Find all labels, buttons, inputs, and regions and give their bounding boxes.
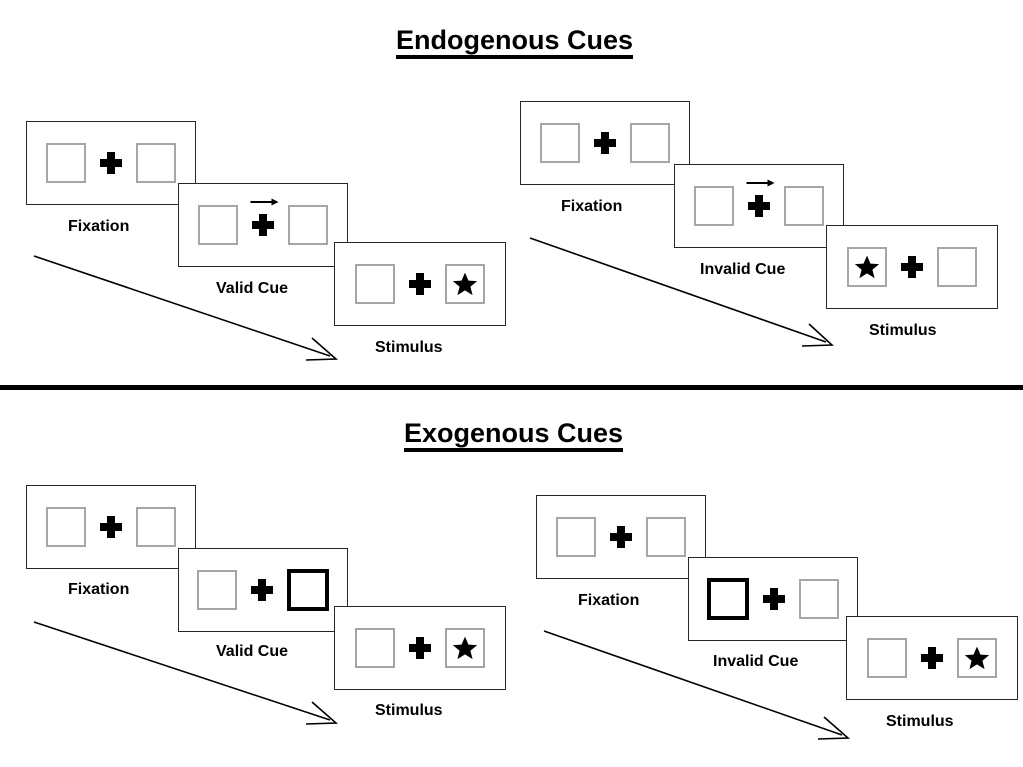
endogenous-invalid-stimulus-frame [826,225,998,309]
right-placeholder-box [799,579,839,619]
endogenous-invalid-fixation-frame [520,101,690,185]
endogenous-valid-stimulus-label: Stimulus [375,339,443,356]
exogenous-valid-cue-label: Valid Cue [216,643,289,660]
right-placeholder-box [288,205,328,245]
time-flow-arrow-endogenous-invalid [529,237,834,347]
left-cued-box [707,578,749,620]
left-placeholder-box [694,186,734,226]
section-title-endogenous: Endogenous Cues [396,26,634,60]
left-placeholder-box [867,638,907,678]
right-cued-box [287,569,329,611]
plus-icon [100,152,122,174]
plus-icon [409,637,431,659]
stimulus-row [847,617,1017,699]
right-placeholder-box [784,186,824,226]
endogenous-invalid-cue-frame [674,164,844,248]
star-icon [452,272,478,296]
endogenous-invalid-fixation-label: Fixation [561,198,623,215]
cue-plus-group [250,198,279,236]
right-arrow-icon [746,179,775,187]
stimulus-row [827,226,997,308]
stimulus-row [27,122,195,204]
left-placeholder-box [46,143,86,183]
plus-icon [610,526,632,548]
right-target-box [445,264,485,304]
time-flow-arrow-exogenous-valid [33,621,339,725]
plus-icon [763,588,785,610]
right-placeholder-box [136,507,176,547]
stimulus-row [537,496,705,578]
right-target-box [445,628,485,668]
exogenous-invalid-cue-label: Invalid Cue [713,653,799,670]
right-placeholder-box [630,123,670,163]
left-placeholder-box [540,123,580,163]
right-target-box [957,638,997,678]
endogenous-valid-stimulus-frame [334,242,506,326]
stimulus-row [179,549,347,631]
right-placeholder-box [136,143,176,183]
right-placeholder-box [937,247,977,287]
exogenous-valid-fixation-label: Fixation [68,581,130,598]
time-flow-arrow-exogenous-invalid [543,630,851,740]
endogenous-valid-cue-label: Valid Cue [216,280,289,297]
left-placeholder-box [46,507,86,547]
plus-icon [748,195,770,217]
section-divider [0,385,1023,390]
exogenous-invalid-stimulus-frame [846,616,1018,700]
stimulus-row [335,607,505,689]
exogenous-valid-stimulus-frame [334,606,506,690]
star-icon [854,255,880,279]
exogenous-invalid-fixation-frame [536,495,706,579]
endogenous-valid-fixation-frame [26,121,196,205]
right-placeholder-box [646,517,686,557]
left-placeholder-box [198,205,238,245]
endogenous-valid-fixation-label: Fixation [68,218,130,235]
plus-icon [409,273,431,295]
stimulus-row [27,486,195,568]
exogenous-valid-stimulus-label: Stimulus [375,702,443,719]
left-placeholder-box [197,570,237,610]
exogenous-invalid-cue-frame [688,557,858,641]
stimulus-row [675,165,843,247]
endogenous-valid-cue-frame [178,183,348,267]
plus-icon [100,516,122,538]
plus-icon [252,214,274,236]
stimulus-row [521,102,689,184]
plus-icon [594,132,616,154]
left-placeholder-box [355,628,395,668]
right-arrow-icon [250,198,279,206]
left-placeholder-box [355,264,395,304]
exogenous-valid-fixation-frame [26,485,196,569]
time-flow-arrow-endogenous-valid [33,255,339,361]
stimulus-row [689,558,857,640]
stimulus-row [335,243,505,325]
plus-icon [901,256,923,278]
plus-icon [251,579,273,601]
star-icon [964,646,990,670]
cue-plus-group [746,179,775,217]
section-title-exogenous: Exogenous Cues [404,419,624,453]
exogenous-invalid-fixation-label: Fixation [578,592,640,609]
endogenous-invalid-stimulus-label: Stimulus [869,322,937,339]
endogenous-invalid-cue-label: Invalid Cue [700,261,786,278]
stimulus-row [179,184,347,266]
exogenous-invalid-stimulus-label: Stimulus [886,713,954,730]
left-target-box [847,247,887,287]
plus-icon [921,647,943,669]
exogenous-valid-cue-frame [178,548,348,632]
left-placeholder-box [556,517,596,557]
star-icon [452,636,478,660]
